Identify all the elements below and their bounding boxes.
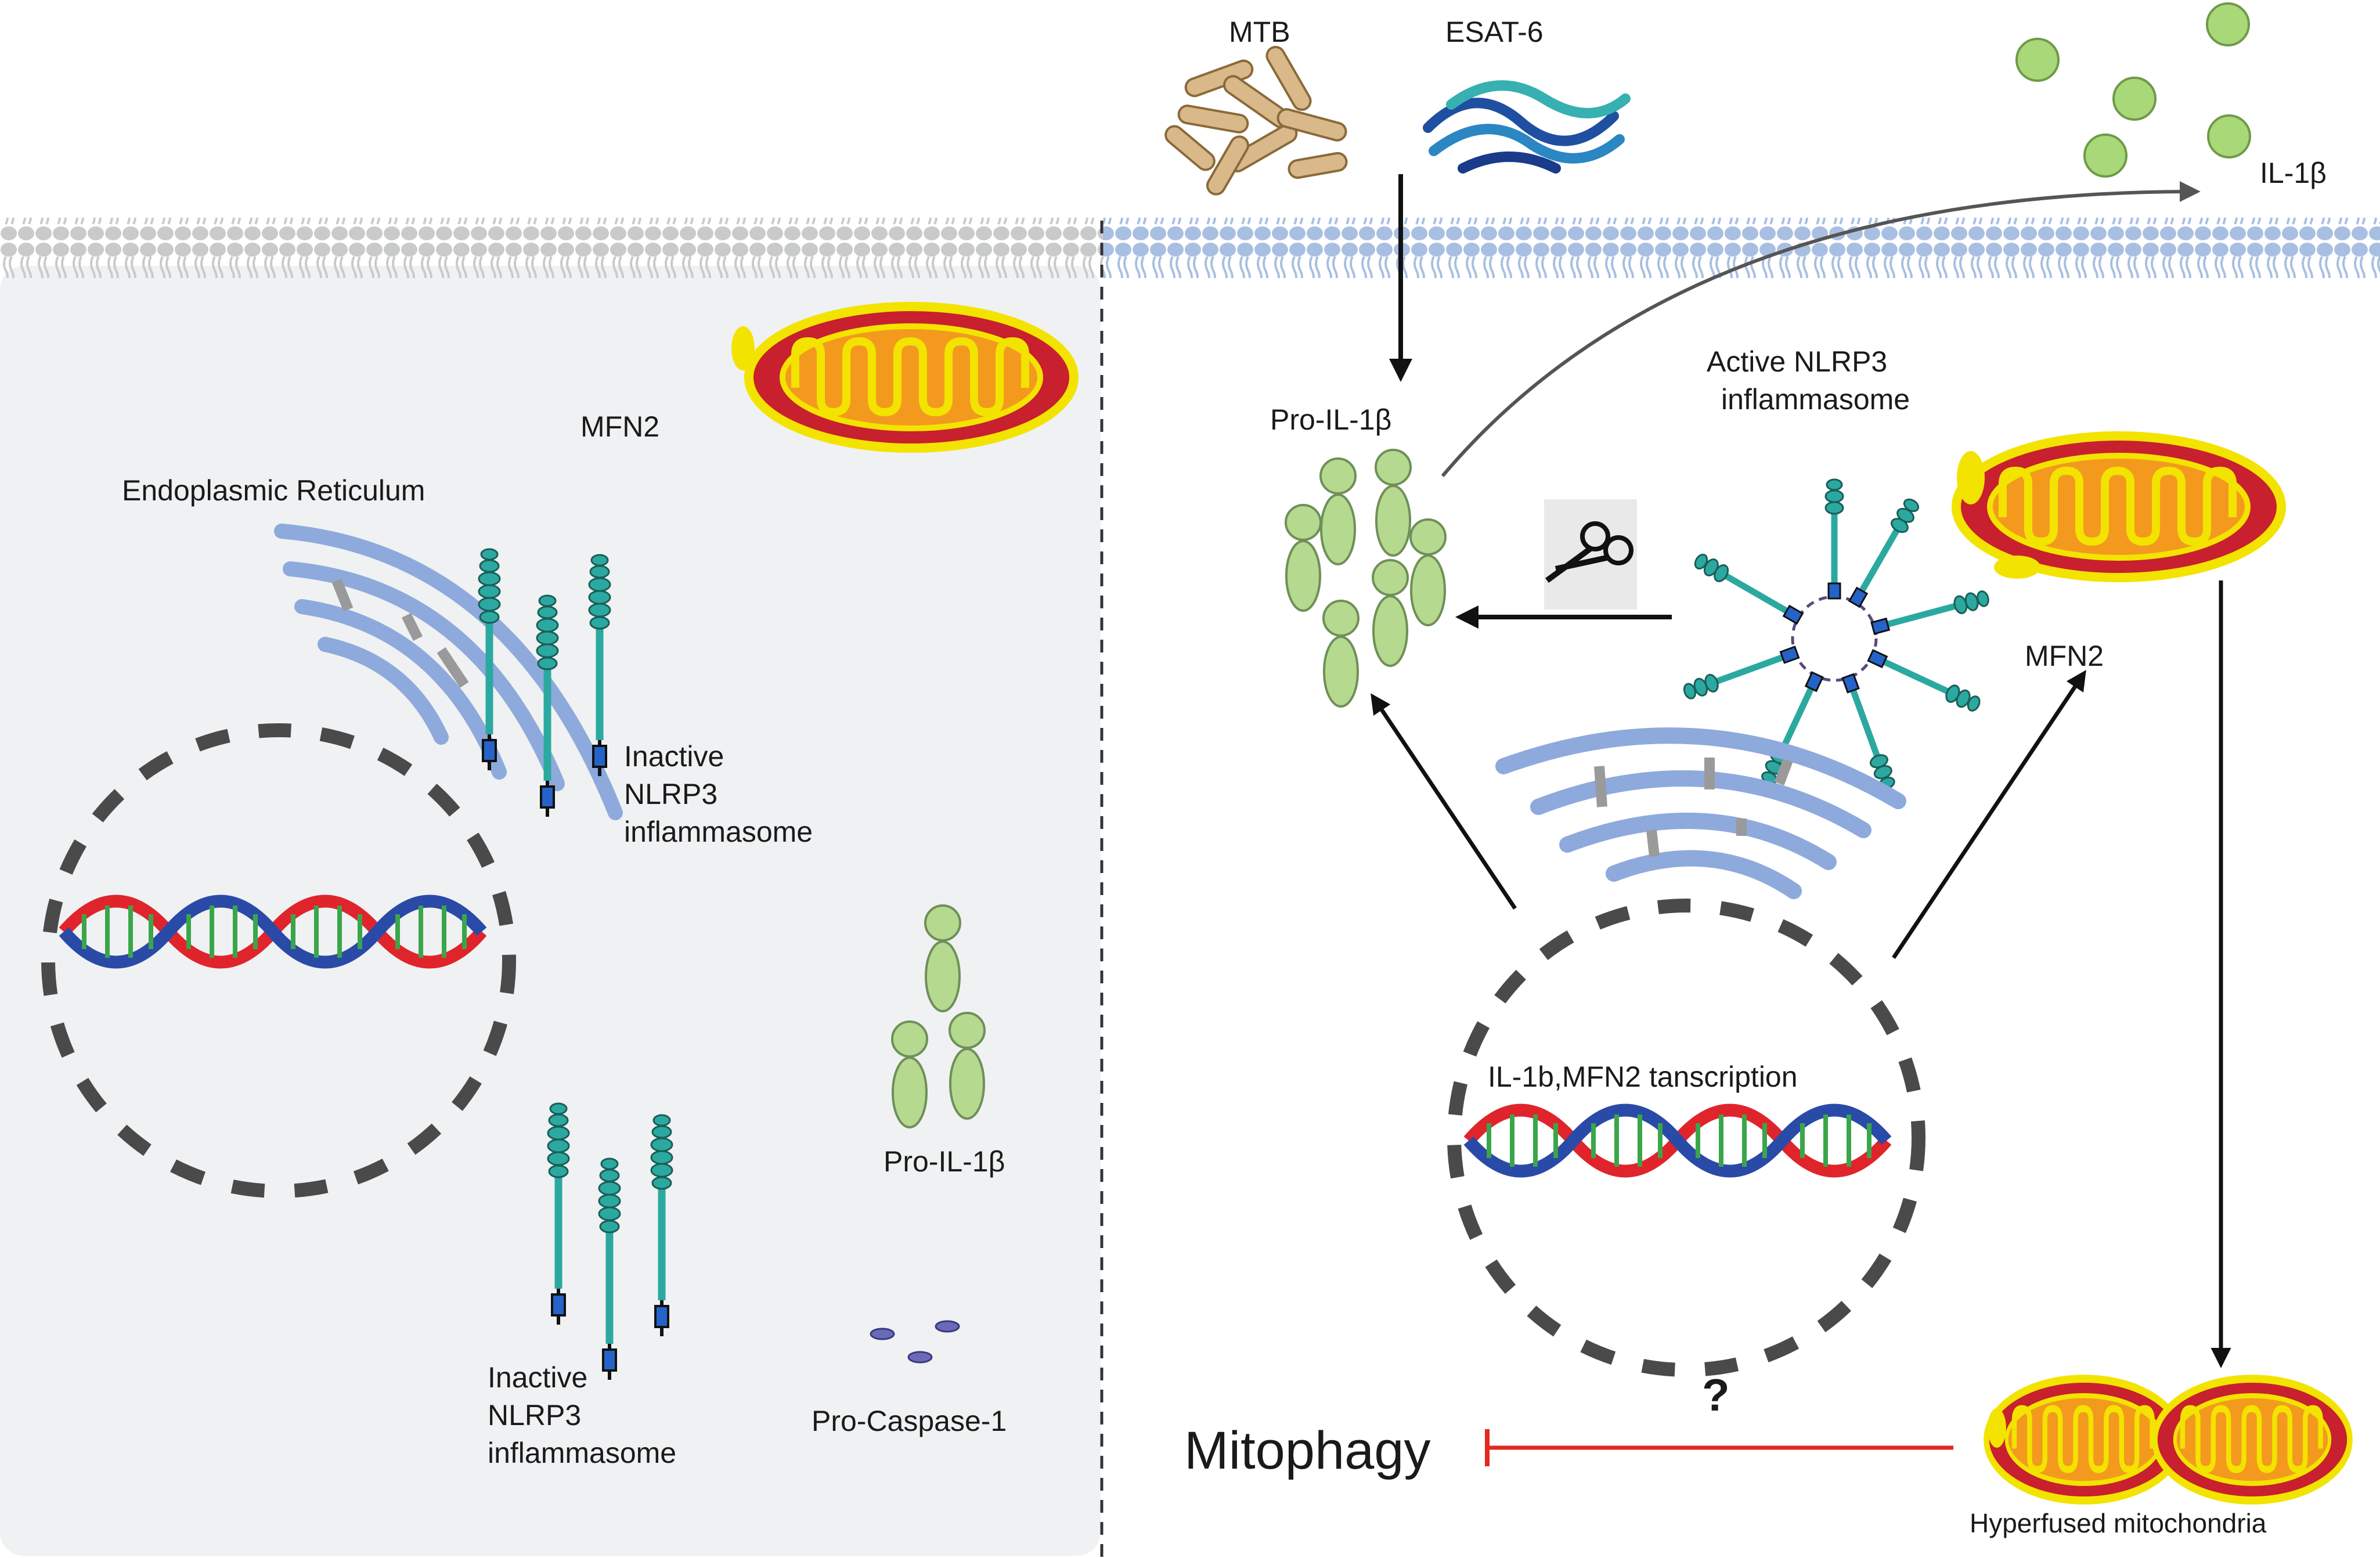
er-label: Endoplasmic Reticulum <box>122 474 425 507</box>
mfn2-right-label: MFN2 <box>2025 640 2104 672</box>
pro-il1b-left-icon <box>949 1012 986 1120</box>
nucleus-right <box>1447 899 1925 1377</box>
mitochondrion-right-icon <box>1956 436 2281 578</box>
pro-il1b-right-icon <box>1409 518 1447 626</box>
nucleus-left <box>41 723 516 1198</box>
pro-il1b-right-icon <box>1285 504 1322 612</box>
mitochondrion-left-icon <box>749 306 1074 448</box>
nucleus-to-pro-il1b-arrow <box>1371 693 1517 910</box>
secretion-arrow <box>1441 181 2201 477</box>
hyperfused-label: Hyperfused mitochondria <box>1970 1508 2267 1538</box>
pro-il1b-right-label: Pro-IL-1β <box>1270 403 1391 436</box>
mitophagy-label: Mitophagy <box>1184 1421 1430 1480</box>
hyperfused-mitochondria-icon <box>1986 1379 2350 1501</box>
mfn2-left-label: MFN2 <box>580 410 659 443</box>
il1b-released-icon <box>2015 2 2251 178</box>
question-mark: ? <box>1702 1369 1730 1420</box>
er-linkers-right <box>1594 758 1793 857</box>
dna-helix-left-icon <box>59 895 487 969</box>
esat6-protein-icon <box>1423 80 1631 174</box>
active-nlrp3-inflammasome-icon <box>1682 478 1990 791</box>
pro-il1b-right-icon <box>1322 600 1360 708</box>
pro-caspase1-icon <box>870 1320 960 1364</box>
esat6-label: ESAT-6 <box>1445 16 1544 48</box>
pro-il1b-left-label: Pro-IL-1β <box>884 1145 1005 1178</box>
pro-il1b-right-icon <box>1319 457 1357 565</box>
active-nlrp3-label: Active NLRP3 inflammasome <box>1707 345 1910 416</box>
pro-il1b-left-icon <box>891 1020 928 1128</box>
er-linkers-left <box>331 578 469 688</box>
mtb-label: MTB <box>1229 16 1290 48</box>
il1b-out-label: IL-1β <box>2260 157 2327 189</box>
pro-il1b-right-icon <box>1372 559 1409 667</box>
dna-helix-right-icon <box>1463 1103 1892 1178</box>
endoplasmic-reticulum-left-icon <box>274 524 623 820</box>
pro-caspase1-label: Pro-Caspase-1 <box>812 1405 1007 1437</box>
pro-il1b-left-icon <box>924 904 961 1012</box>
transcription-label: IL-1b,MFN2 tanscription <box>1488 1061 1798 1093</box>
mtb-bacteria-icon <box>1164 46 1348 196</box>
nucleus-to-mfn2-arrow <box>1892 670 2086 959</box>
inactive-nlrp3-upper-label: Inactive NLRP3 inflammasome <box>624 740 813 848</box>
pro-il1b-right-icon <box>1375 449 1412 557</box>
cell-membrane <box>0 218 2380 278</box>
endoplasmic-reticulum-right-icon <box>1495 727 1906 899</box>
inactive-nlrp3-lower-label: Inactive NLRP3 inflammasome <box>488 1361 676 1469</box>
scissors-cleavage-icon <box>1544 499 1637 610</box>
inactive-cell-panel <box>0 266 1101 1556</box>
